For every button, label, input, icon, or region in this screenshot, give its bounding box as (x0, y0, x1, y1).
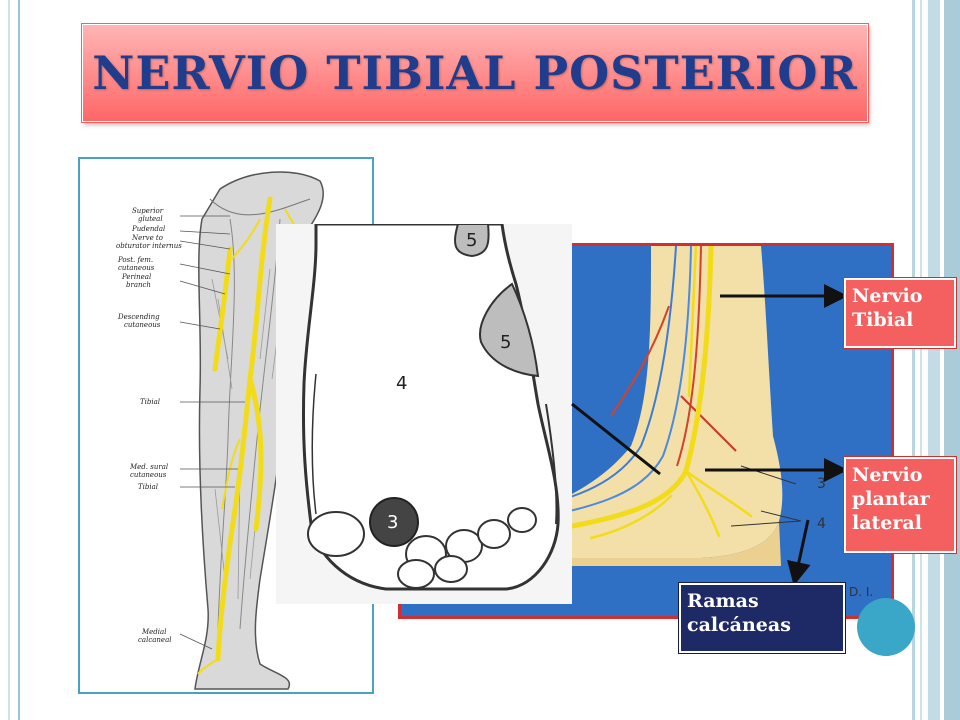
leg-label: Superior (132, 207, 164, 215)
leg-label: gluteal (138, 215, 163, 223)
foot-mark: D. I. (849, 585, 873, 599)
pointer-line (571, 402, 661, 476)
leg-label: Descending (117, 313, 160, 321)
foot-mark: 4 (817, 516, 826, 532)
calcaneal-branches-callout: Ramas calcáneas (679, 583, 845, 653)
callout-line: calcáneas (687, 614, 791, 636)
slide-title: NERVIO TIBIAL POSTERIOR (92, 46, 858, 100)
leg-label: Medial (141, 628, 166, 636)
callout-line: Nervio (852, 464, 923, 486)
leg-label: branch (126, 281, 151, 289)
sole-zone-label: 5 (500, 332, 511, 353)
callout-line: Tibial (852, 309, 914, 331)
callout-line: plantar (852, 488, 930, 510)
calcaneal-arrow (787, 519, 811, 586)
leg-label: Tibial (140, 398, 160, 406)
callout-line: Nervio (852, 285, 923, 307)
plantar-lateral-callout: Nervio plantar lateral (844, 457, 956, 553)
sole-zone-label: 3 (387, 512, 398, 533)
foot-mark: 3 (817, 476, 826, 492)
decorative-circle (857, 598, 915, 656)
left-frame-decoration (0, 0, 20, 720)
leg-label: Tibial (138, 483, 158, 491)
leg-label: obturator internus (116, 242, 182, 250)
leg-label: Pudendal (131, 225, 165, 233)
sole-zone-label: 5 (466, 230, 477, 251)
sole-dermatome-diagram: 5 5 4 3 (276, 224, 572, 604)
callout-line: lateral (852, 512, 922, 534)
sole-zone-label: 4 (396, 373, 407, 394)
title-banner: NERVIO TIBIAL POSTERIOR (82, 24, 868, 122)
leg-label: Perineal (121, 273, 151, 281)
leg-label: Post. fem. (117, 256, 153, 264)
leg-label: cutaneous (124, 321, 161, 329)
callout-line: Ramas (687, 590, 759, 612)
tibial-nerve-callout: Nervio Tibial (844, 278, 956, 348)
leg-label: calcaneal (138, 636, 172, 644)
leg-label: cutaneous (118, 264, 155, 272)
leg-label: Med. sural (129, 463, 168, 471)
leg-label: cutaneous (130, 471, 167, 479)
leg-label: Nerve to (131, 234, 163, 242)
